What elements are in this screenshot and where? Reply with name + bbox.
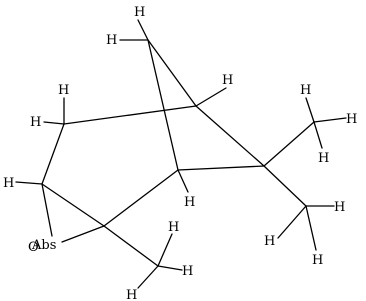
bond bbox=[313, 117, 347, 123]
atom-label-h: H bbox=[184, 195, 195, 210]
bond bbox=[137, 265, 159, 289]
atom-label-h: H bbox=[182, 264, 193, 279]
atom-label-h: H bbox=[300, 83, 311, 98]
atom-label-h: H bbox=[58, 83, 69, 98]
atom-label-h: H bbox=[3, 176, 14, 191]
bond-lines bbox=[15, 19, 347, 289]
bond bbox=[61, 225, 105, 243]
atom-label-h: H bbox=[346, 112, 357, 127]
atom-label-h: H bbox=[222, 73, 233, 88]
atom-label-h: H bbox=[334, 200, 345, 215]
bond bbox=[137, 19, 149, 41]
bond bbox=[41, 123, 65, 185]
bond bbox=[177, 169, 189, 193]
bond bbox=[313, 121, 323, 149]
bond bbox=[15, 181, 43, 185]
bond bbox=[103, 169, 179, 227]
bond bbox=[305, 205, 317, 251]
bond bbox=[43, 121, 65, 125]
bond bbox=[157, 233, 173, 267]
bond bbox=[147, 39, 179, 171]
atom-label-h: H bbox=[264, 234, 275, 249]
atom-label-h: H bbox=[312, 253, 323, 268]
atom-labels: H H H H H H H H H H H H H H H H O Abs bbox=[3, 5, 357, 301]
atom-label-h: H bbox=[168, 220, 179, 235]
bond bbox=[177, 165, 265, 171]
atom-label-h: H bbox=[126, 288, 137, 301]
bond bbox=[41, 183, 53, 237]
atom-label-h: H bbox=[106, 33, 117, 48]
atom-label-h: H bbox=[30, 115, 41, 130]
bond bbox=[63, 105, 197, 125]
bond bbox=[263, 165, 307, 207]
bond bbox=[277, 205, 307, 239]
bond bbox=[263, 121, 315, 167]
bond bbox=[103, 225, 159, 267]
atom-label-abs-stereo: Abs bbox=[31, 238, 56, 253]
bond bbox=[195, 105, 265, 167]
bond bbox=[305, 97, 315, 123]
bond bbox=[157, 265, 183, 271]
bond bbox=[147, 39, 197, 107]
bond bbox=[41, 183, 105, 227]
atom-label-oxygen: O bbox=[28, 240, 39, 255]
atom-label-h: H bbox=[134, 5, 145, 20]
bond bbox=[195, 87, 227, 107]
atom-label-h: H bbox=[318, 151, 329, 166]
